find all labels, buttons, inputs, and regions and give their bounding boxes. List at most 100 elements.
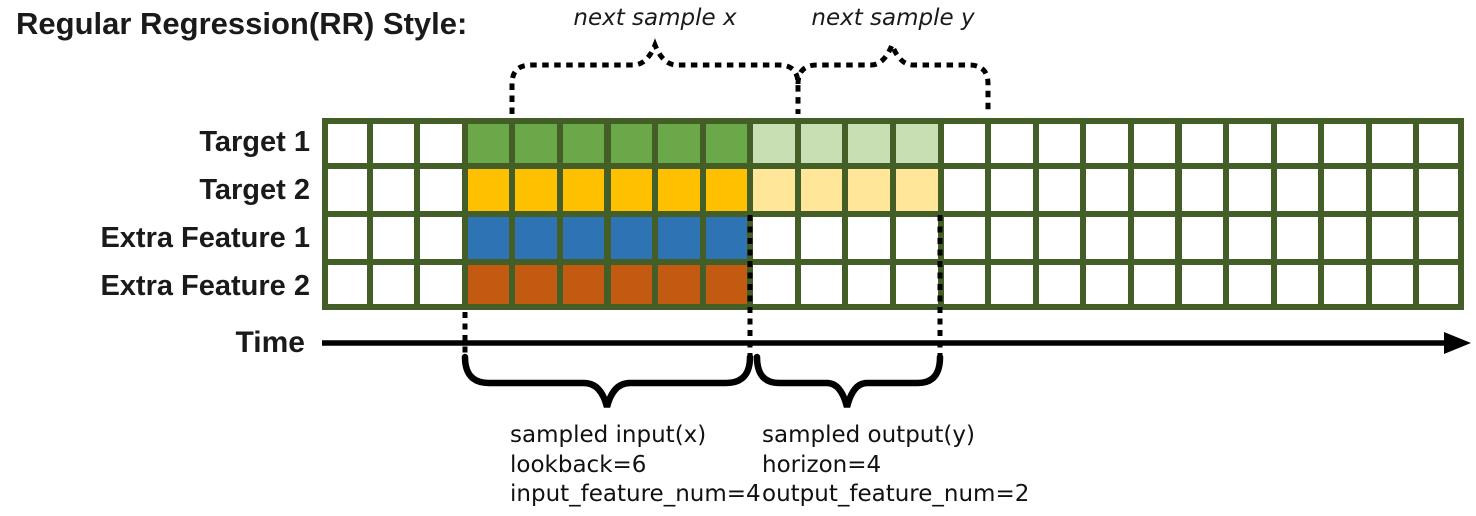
sampled-output-annotation: sampled output(y) horizon=4 output_featu… xyxy=(762,421,1029,510)
grid-cell xyxy=(328,265,367,304)
row-label: Extra Feature 1 xyxy=(100,222,310,254)
grid-cell xyxy=(1229,124,1271,163)
grid-cell xyxy=(1133,217,1176,259)
grid-cell xyxy=(943,265,986,304)
grid-cell xyxy=(1086,265,1128,304)
grid-cell xyxy=(467,169,510,211)
grid-cell xyxy=(1038,217,1081,259)
grid-cell xyxy=(753,265,795,304)
grid-cell xyxy=(1419,124,1458,163)
grid-cell xyxy=(705,169,748,211)
grid-cell xyxy=(1276,169,1319,211)
time-axis-arrowhead xyxy=(1444,332,1471,354)
grid-cell xyxy=(848,265,890,304)
time-axis-label: Time xyxy=(235,326,305,359)
grid-cell xyxy=(515,265,557,304)
sampled-output-brace xyxy=(753,353,944,408)
grid-cell xyxy=(372,124,415,163)
grid-cell xyxy=(1324,217,1366,259)
grid-cell xyxy=(943,124,986,163)
grid-cell xyxy=(1133,169,1176,211)
grid-cell xyxy=(896,217,938,259)
grid-cell xyxy=(1086,124,1128,163)
grid-cell xyxy=(943,217,986,259)
grid-cell xyxy=(420,169,462,211)
grid-cell xyxy=(1086,217,1128,259)
sampled-output-title: sampled output(y) xyxy=(762,422,975,448)
grid-cell xyxy=(1229,217,1271,259)
grid-cell xyxy=(467,265,510,304)
grid-cell xyxy=(420,124,462,163)
grid-cell xyxy=(658,265,700,304)
input-feature-num-value: input_feature_num=4 xyxy=(510,481,761,507)
grid-cell xyxy=(562,217,605,259)
grid-cell xyxy=(372,169,415,211)
grid-cell xyxy=(372,265,415,304)
grid-cell xyxy=(328,217,367,259)
next-sample-x-brace xyxy=(509,38,801,114)
grid-cell xyxy=(991,265,1033,304)
grid-cell xyxy=(610,217,653,259)
grid-cell xyxy=(328,169,367,211)
grid-cell xyxy=(896,265,938,304)
grid-cell xyxy=(562,169,605,211)
grid-cell xyxy=(1324,124,1366,163)
grid-cell xyxy=(1419,265,1458,304)
grid-cell xyxy=(1038,124,1081,163)
grid-cell xyxy=(610,124,653,163)
grid-cell xyxy=(515,124,557,163)
row-label: Target 1 xyxy=(199,126,310,158)
grid-cell xyxy=(1276,124,1319,163)
row-label: Extra Feature 2 xyxy=(100,270,310,302)
grid-cell xyxy=(1371,265,1414,304)
grid-cell xyxy=(1324,265,1366,304)
grid-cell xyxy=(1371,169,1414,211)
grid-cell xyxy=(658,217,700,259)
grid-cell xyxy=(1181,124,1224,163)
grid-cell xyxy=(467,217,510,259)
next-sample-y-label: next sample y xyxy=(811,5,975,31)
sampled-input-annotation: sampled input(x) lookback=6 input_featur… xyxy=(510,421,761,510)
grid-cell xyxy=(991,169,1033,211)
grid-cell xyxy=(753,217,795,259)
grid-cell xyxy=(1371,124,1414,163)
next-sample-y-brace xyxy=(795,38,991,114)
grid-cell xyxy=(1229,265,1271,304)
grid-cell xyxy=(562,265,605,304)
grid-cell xyxy=(658,124,700,163)
grid-cell xyxy=(1229,169,1271,211)
grid-cell xyxy=(562,124,605,163)
grid-cell xyxy=(1276,265,1319,304)
grid-cell xyxy=(848,217,890,259)
grid-cell xyxy=(1419,169,1458,211)
grid-cell xyxy=(1419,217,1458,259)
lookback-value: lookback=6 xyxy=(510,451,647,478)
grid-cell xyxy=(705,265,748,304)
grid-cell xyxy=(1038,265,1081,304)
grid-cell xyxy=(420,265,462,304)
grid-cell xyxy=(515,169,557,211)
grid-cell xyxy=(372,217,415,259)
grid-cell xyxy=(991,124,1033,163)
grid-cell xyxy=(753,124,795,163)
diagram-title: Regular Regression(RR) Style: xyxy=(16,6,468,41)
grid-cell xyxy=(705,124,748,163)
grid-cell xyxy=(658,169,700,211)
grid-cell xyxy=(1133,265,1176,304)
grid-cell xyxy=(1086,169,1128,211)
grid-cell xyxy=(800,265,843,304)
grid-cell xyxy=(800,217,843,259)
grid-cell xyxy=(848,124,890,163)
grid-cell xyxy=(943,169,986,211)
grid-cell xyxy=(328,124,367,163)
grid-cell xyxy=(420,217,462,259)
horizon-value: horizon=4 xyxy=(762,451,882,478)
grid-cell xyxy=(1181,217,1224,259)
grid-cell xyxy=(991,217,1033,259)
sample-grid xyxy=(322,118,1464,310)
output-feature-num-value: output_feature_num=2 xyxy=(762,481,1030,507)
grid-cell xyxy=(515,217,557,259)
grid-cell xyxy=(610,265,653,304)
next-sample-x-label: next sample x xyxy=(573,5,737,31)
grid-cell xyxy=(1324,169,1366,211)
